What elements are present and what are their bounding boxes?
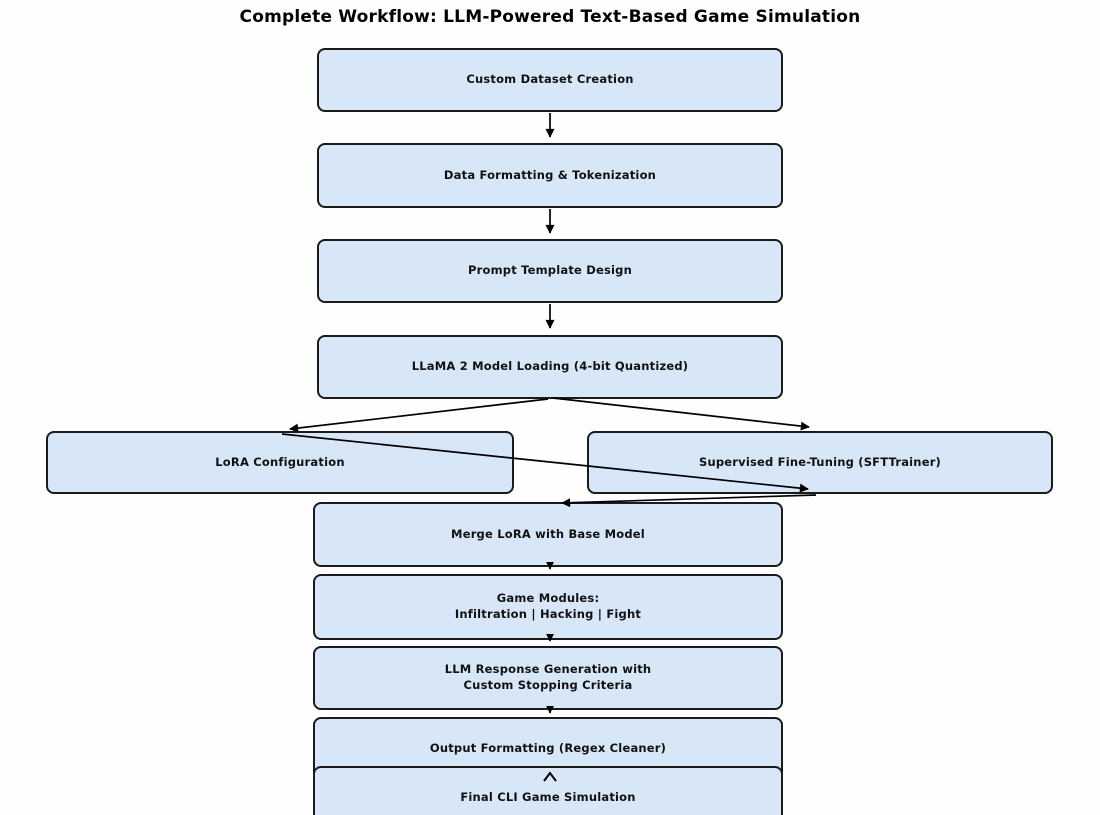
node-data-formatting-tokenization: Data Formatting & Tokenization — [317, 143, 783, 208]
node-label: Data Formatting & Tokenization — [443, 167, 657, 182]
node-prompt-template-design: Prompt Template Design — [317, 239, 783, 303]
node-label: LLM Response Generation with Custom Stop… — [444, 662, 652, 692]
node-llm-response-generation: LLM Response Generation with Custom Stop… — [313, 646, 783, 710]
node-label: Custom Dataset Creation — [466, 72, 634, 87]
node-supervised-fine-tuning: Supervised Fine-Tuning (SFTTrainer) — [587, 431, 1053, 494]
edge-llama2-to-sft-arrow — [552, 397, 810, 431]
node-final-cli-game-simulation: Final CLI Game Simulation — [313, 766, 783, 815]
node-custom-dataset-creation: Custom Dataset Creation — [317, 48, 783, 112]
diagram-title: Complete Workflow: LLM-Powered Text-Base… — [239, 7, 861, 27]
node-lora-configuration: LoRA Configuration — [46, 431, 514, 494]
node-label: Output Formatting (Regex Cleaner) — [429, 741, 667, 756]
node-game-modules: Game Modules: Infiltration | Hacking | F… — [313, 574, 783, 640]
node-label: LLaMA 2 Model Loading (4-bit Quantized) — [411, 359, 689, 374]
node-label: Prompt Template Design — [467, 263, 632, 278]
edge-llama2-to-lora-arrow — [289, 398, 549, 433]
node-merge-lora-base-model: Merge LoRA with Base Model — [313, 502, 783, 567]
node-label: Supervised Fine-Tuning (SFTTrainer) — [698, 454, 942, 469]
node-label: LoRA Configuration — [215, 454, 345, 469]
node-label: Game Modules: Infiltration | Hacking | F… — [454, 591, 642, 621]
node-label: Merge LoRA with Base Model — [451, 526, 645, 541]
node-llama2-model-loading: LLaMA 2 Model Loading (4-bit Quantized) — [317, 335, 783, 399]
node-label: Final CLI Game Simulation — [460, 790, 636, 805]
